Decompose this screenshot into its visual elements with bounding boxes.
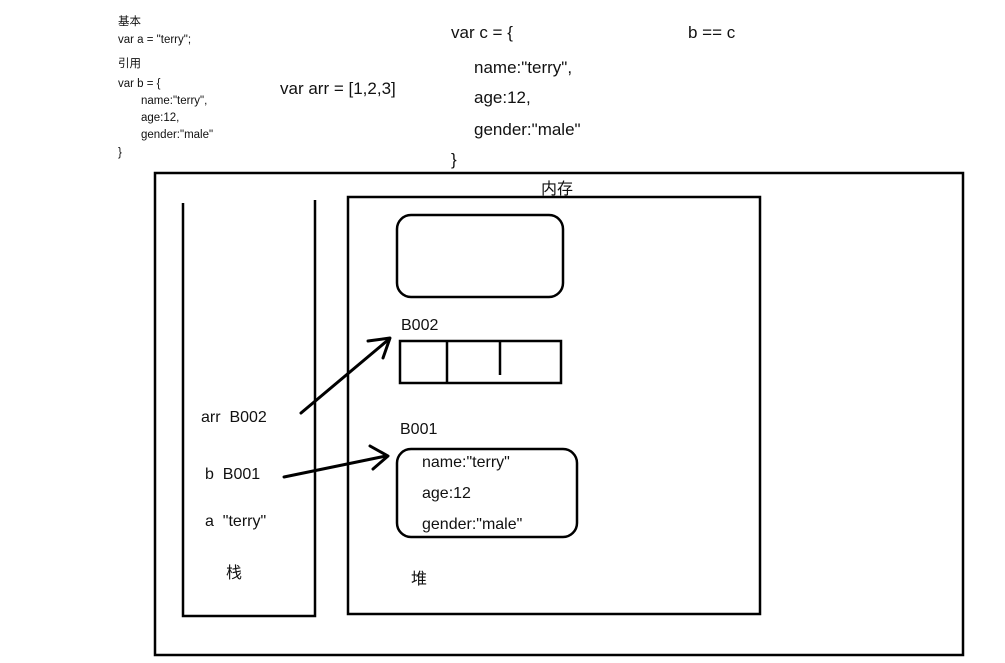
stack-entry-name: arr <box>201 409 221 426</box>
arrow-arr-to-b002 <box>299 336 392 415</box>
heap-container <box>346 195 762 616</box>
object-field-age: age:12 <box>422 485 471 502</box>
array-outline <box>398 339 563 385</box>
stack-label: 栈 <box>226 565 243 582</box>
heap-label: 堆 <box>411 571 428 588</box>
stack-entry-arr: arr B002 <box>201 408 267 428</box>
array-box <box>398 339 563 385</box>
object-address-label: B001 <box>400 421 438 438</box>
var-arr-line: var arr = [1,2,3] <box>280 79 396 98</box>
stack-entry-b: b B001 <box>205 465 260 485</box>
reference-heading: 引用 <box>118 58 141 70</box>
stack-container <box>181 200 317 618</box>
var-c-name-line: name:"terry", <box>474 58 573 77</box>
object-field-gender: gender:"male" <box>422 516 523 533</box>
stack-entry-name: a <box>205 513 214 530</box>
memory-title: 内存 <box>541 181 574 198</box>
stack-entry-value: B001 <box>222 466 261 483</box>
var-b-name-line: name:"terry", <box>141 95 208 107</box>
basic-heading: 基本 <box>118 16 141 28</box>
var-b-close-line: } <box>118 147 122 159</box>
var-c-close-line: } <box>451 150 457 169</box>
var-b-age-line: age:12, <box>141 112 180 124</box>
stack-entry-a: a "terry" <box>205 512 266 532</box>
empty-heap-object <box>395 213 565 299</box>
stack-entry-value: B002 <box>229 409 267 426</box>
var-b-gender-line: gender:"male" <box>141 129 214 141</box>
var-c-open-line: var c = { <box>451 23 513 42</box>
stack-entry-value: "terry" <box>222 513 267 530</box>
compare-expression: b == c <box>688 23 736 42</box>
var-c-gender-line: gender:"male" <box>474 120 581 139</box>
object-field-name: name:"terry" <box>422 454 510 471</box>
var-a-line: var a = "terry"; <box>118 34 192 46</box>
memory-frame <box>153 171 965 657</box>
array-address-label: B002 <box>401 317 439 334</box>
arrow-b-to-b001 <box>282 444 390 479</box>
stack-entry-name: b <box>205 466 214 483</box>
var-b-open-line: var b = { <box>118 78 161 90</box>
var-c-age-line: age:12, <box>474 88 531 107</box>
object-box <box>395 447 579 539</box>
